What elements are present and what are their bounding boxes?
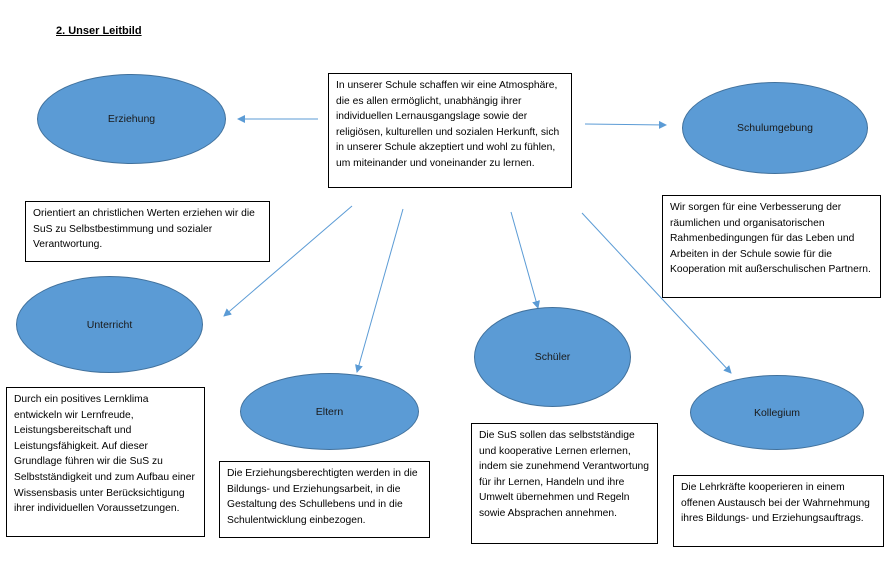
kollegium-ellipse: Kollegium: [690, 375, 864, 450]
arrow-to-schueler: [510, 211, 540, 309]
erziehung-text-box: Orientiert an christlichen Werten erzieh…: [25, 201, 270, 262]
eltern-ellipse: Eltern: [240, 373, 419, 450]
center-text-box: In unserer Schule schaffen wir eine Atmo…: [328, 73, 572, 188]
arrow-to-kollegium: [581, 212, 732, 374]
unterricht-text-box: Durch ein positives Lernklima entwickeln…: [6, 387, 205, 537]
arrow-to-eltern: [355, 208, 404, 373]
page-title: 2. Unser Leitbild: [56, 25, 142, 37]
kollegium-text-box: Die Lehrkräfte kooperieren in einem offe…: [673, 475, 884, 547]
arrow-to-unterricht: [223, 205, 353, 317]
unterricht-ellipse: Unterricht: [16, 276, 203, 373]
eltern-text-box: Die Erziehungsberechtigten werden in die…: [219, 461, 430, 538]
schulumgebung-ellipse: Schulumgebung: [682, 82, 868, 174]
schueler-text-box: Die SuS sollen das selbstständige und ko…: [471, 423, 658, 544]
schueler-ellipse: Schüler: [474, 307, 631, 407]
arrow-to-schulumgebung: [584, 120, 667, 129]
erziehung-ellipse: Erziehung: [37, 74, 226, 164]
schulumgebung-text-box: Wir sorgen für eine Verbesserung der räu…: [662, 195, 881, 298]
